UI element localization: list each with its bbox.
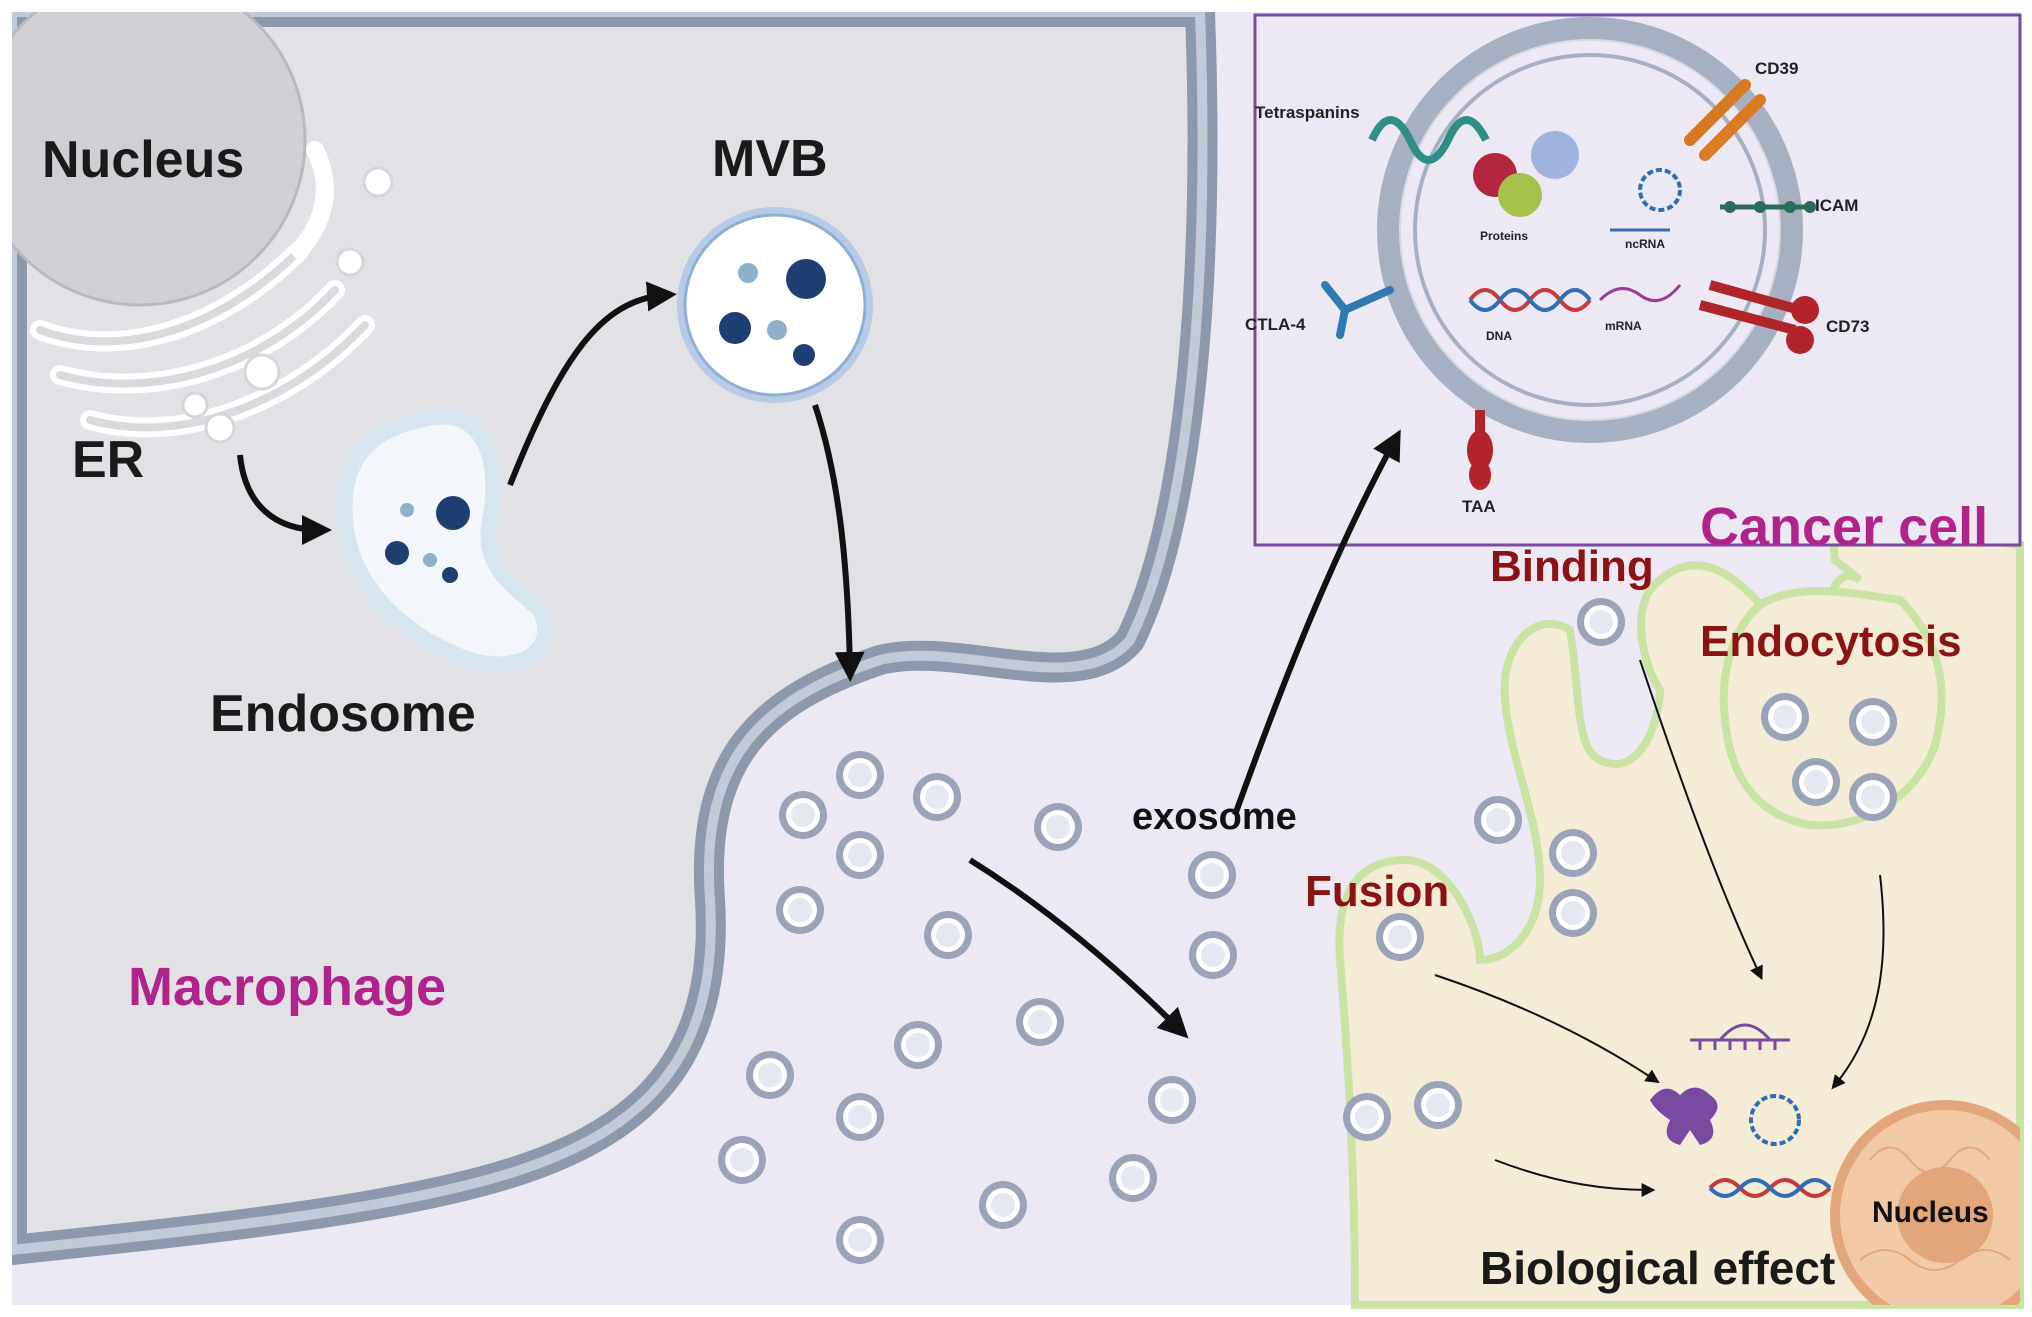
exosome-label: exosome	[1132, 796, 1297, 838]
cancer-nucleus	[1830, 1100, 2020, 1305]
proteins-label: Proteins	[1480, 229, 1529, 243]
arrow-to-effect	[1494, 1159, 1656, 1197]
exosome-cloud	[718, 598, 1897, 1264]
arrow-mvb-to-membrane	[812, 404, 865, 682]
arrow-endosome-to-mvb	[507, 281, 677, 487]
exosome-vesicle	[1849, 698, 1897, 746]
er-vesicles	[181, 166, 394, 444]
endosome-label: Endosome	[210, 685, 476, 743]
macrophage-label: Macrophage	[128, 957, 447, 1017]
tetraspanins-label: Tetraspanins	[1255, 103, 1360, 122]
exosome-vesicle	[913, 773, 961, 821]
exosome-vesicle	[1016, 998, 1064, 1046]
binding-label: Binding	[1490, 542, 1654, 591]
exosome-vesicle	[746, 1051, 794, 1099]
exosome-detail-inset	[1253, 13, 2022, 547]
ctla4-label: CTLA-4	[1245, 315, 1306, 334]
fusion-label: Fusion	[1305, 867, 1450, 916]
exosome-vesicle	[779, 791, 827, 839]
exosome-vesicle	[1189, 931, 1237, 979]
ctla4-icon	[1321, 281, 1394, 339]
exosome-vesicle	[1474, 796, 1522, 844]
macrophage-nucleus	[12, 12, 307, 307]
biological-effect-label: Biological effect	[1480, 1242, 1836, 1294]
cd39-label: CD39	[1755, 59, 1799, 78]
arrow-fusion	[1434, 974, 1660, 1084]
exosome-vesicle	[1549, 889, 1597, 937]
endosome-icon	[336, 408, 554, 673]
exosome-vesicle	[924, 911, 972, 959]
cd39-icon	[1684, 79, 1766, 161]
arrow-release	[968, 857, 1189, 1039]
exosome-vesicle	[1577, 598, 1625, 646]
endocytosis-label: Endocytosis	[1700, 617, 1962, 666]
er-label: ER	[72, 431, 145, 489]
taa-label: TAA	[1462, 497, 1496, 516]
ncrna-icon	[1610, 168, 1682, 232]
exosome-vesicle	[1376, 913, 1424, 961]
biological-effect-icons	[1650, 1023, 1832, 1198]
exosome-bilayer	[1377, 17, 1803, 443]
exosome-vesicle	[1792, 758, 1840, 806]
cancer-nucleus-label: Nucleus	[1872, 1196, 1989, 1229]
cd73-label: CD73	[1826, 317, 1870, 336]
icam-icon	[1720, 201, 1816, 213]
arrow-binding	[1639, 659, 1763, 981]
exosome-vesicle	[1549, 829, 1597, 877]
exosome-vesicle	[1761, 693, 1809, 741]
exosome-vesicle	[1414, 1081, 1462, 1129]
exosome-vesicle	[1849, 773, 1897, 821]
exosome-vesicle	[1188, 851, 1236, 899]
exosome-vesicle	[836, 751, 884, 799]
exosome-vesicle	[718, 1136, 766, 1184]
arrow-er-to-endosome	[237, 454, 332, 545]
exosome-vesicle	[1148, 1076, 1196, 1124]
exosome-vesicle	[836, 831, 884, 879]
arrow-to-inset	[1232, 429, 1401, 817]
exosome-vesicle	[979, 1181, 1027, 1229]
taa-icon	[1467, 410, 1493, 490]
exosome-vesicle	[894, 1021, 942, 1069]
mrna-label: mRNA	[1605, 319, 1642, 333]
endosome-cargo	[385, 496, 470, 583]
mvb-icon	[677, 207, 873, 403]
dna-label: DNA	[1486, 329, 1512, 343]
exosome-vesicle	[1109, 1154, 1157, 1202]
mrna-icon	[1598, 284, 1682, 303]
mvb-label: MVB	[712, 130, 828, 188]
exosome-vesicle	[1034, 803, 1082, 851]
cancer-cell-label: Cancer cell	[1700, 497, 1989, 557]
tetraspanin-icon	[1368, 116, 1490, 164]
dna-icon	[1468, 288, 1592, 312]
arrow-endocytosis	[1831, 874, 1885, 1090]
exosome-vesicle	[1343, 1093, 1391, 1141]
ncrna-label: ncRNA	[1625, 237, 1666, 251]
proteins-icon	[1473, 131, 1579, 217]
cd73-icon	[1698, 280, 1819, 354]
exosome-vesicle	[836, 1093, 884, 1141]
er-icon	[30, 141, 375, 438]
process-arrows	[237, 281, 1885, 1197]
exosome-vesicle	[776, 886, 824, 934]
nucleus-label: Nucleus	[42, 131, 245, 189]
icam-label: ICAM	[1815, 196, 1859, 215]
exosome-vesicle	[836, 1216, 884, 1264]
